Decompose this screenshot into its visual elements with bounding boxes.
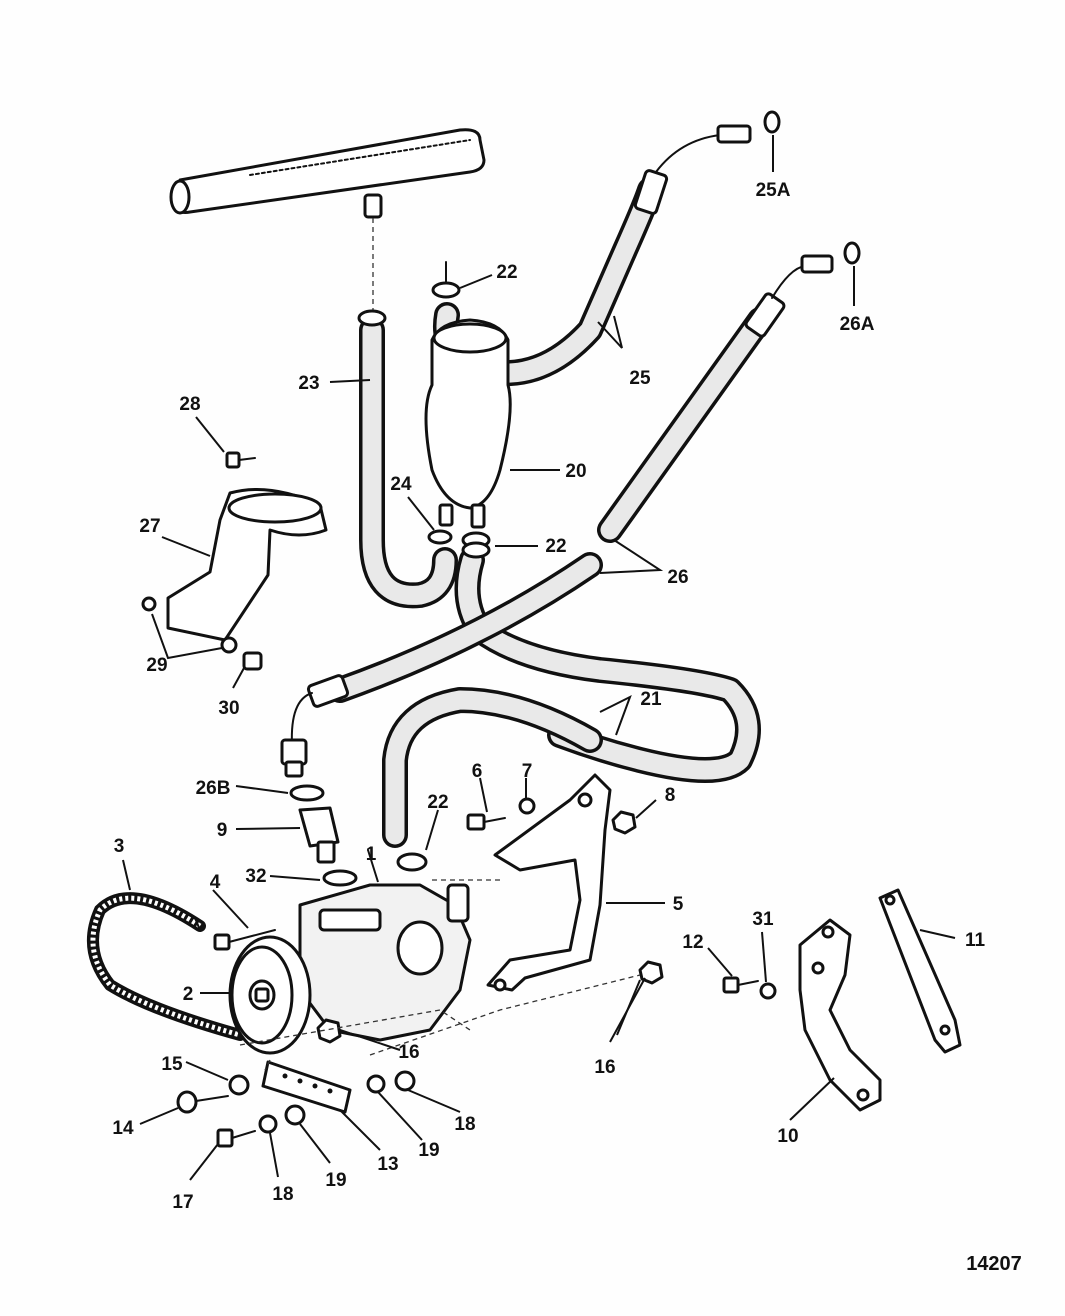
callout-26: 26 [667,567,688,588]
clamp-22-pump [396,852,428,872]
callouts: 1 2 3 4 5 6 7 8 9 10 11 12 13 14 15 16 1… [112,180,985,1213]
callout-22-reservoir: 22 [545,536,566,557]
mounting-bracket-5 [486,773,612,992]
clamp-22-top-left [357,309,387,327]
nut-30 [242,651,263,671]
bolt-17 [216,1128,256,1148]
callout-9: 9 [217,820,228,841]
callout-29: 29 [146,655,167,676]
washer-19-lower [284,1104,306,1126]
fitting-9 [298,806,340,864]
callout-21: 21 [640,689,662,710]
callout-26a: 26A [840,314,875,335]
clamp-22-reservoir [461,531,491,559]
callout-11: 11 [965,930,986,951]
nut-18-right [394,1070,416,1092]
hose-26-upper [597,307,773,543]
bracket-11 [878,888,962,1054]
washer-29-upper [141,596,157,612]
reservoir [424,318,512,529]
callout-17: 17 [172,1192,193,1213]
washer-29-lower [220,636,238,654]
bracket-27 [166,487,328,642]
callout-20: 20 [565,461,586,482]
o-ring-32 [322,869,358,887]
o-ring-26a [843,241,861,265]
callout-7: 7 [522,761,533,782]
callout-16-right: 16 [594,1057,615,1078]
callout-23: 23 [298,373,319,394]
callout-22-pump: 22 [427,792,448,813]
bolt-6 [466,813,506,831]
callout-25: 25 [629,368,651,389]
washer-19-right [366,1074,386,1094]
bolt-14 [176,1090,229,1114]
bolt-12 [722,976,759,994]
callout-16-center: 16 [398,1042,419,1063]
clamp-24 [427,529,453,545]
hose-26-fitting [744,254,834,338]
callout-12: 12 [682,932,703,953]
washer-18-lower [258,1114,278,1134]
callout-5: 5 [673,894,684,915]
callout-8: 8 [665,785,676,806]
callout-27: 27 [139,516,160,537]
o-ring-25a [763,110,781,134]
callout-25a: 25A [756,180,791,201]
callout-30: 30 [218,698,239,719]
callout-26b: 26B [196,778,231,799]
bracket-10 [798,918,882,1112]
bolt-28 [225,451,256,469]
callout-18-right: 18 [454,1114,475,1135]
callout-32: 32 [245,866,266,887]
callout-22-top: 22 [496,262,517,283]
plate-13 [261,1060,352,1114]
callout-10: 10 [777,1126,798,1147]
callout-15: 15 [161,1054,183,1075]
steering-cylinder [169,128,486,310]
callout-1: 1 [366,844,377,865]
callout-19-lower: 19 [325,1170,346,1191]
clamp-22-top [431,261,461,299]
bolt-4 [213,929,276,951]
washer-7 [518,797,536,815]
callout-28: 28 [179,394,200,415]
hose-26-lower [327,552,603,703]
callout-13: 13 [377,1154,398,1175]
power-steering-pump [228,883,472,1055]
callout-31: 31 [752,909,774,930]
hose-23 [359,317,458,609]
o-ring-26b [289,784,325,802]
callout-4: 4 [210,872,221,893]
callout-24: 24 [390,474,412,495]
nut-16-right [638,960,664,985]
callout-2: 2 [183,984,194,1005]
hose-26-lower-fitting [280,674,350,778]
callout-19-right: 19 [418,1140,439,1161]
nut-8 [611,810,637,835]
washer-31 [759,982,777,1000]
nut-16-center [316,1018,342,1044]
callout-6: 6 [472,761,483,782]
callout-3: 3 [114,836,125,857]
hose-25-fitting [633,124,752,215]
figure-number: 14207 [966,1253,1022,1275]
callout-18-lower: 18 [272,1184,293,1205]
callout-14: 14 [112,1118,134,1139]
washer-15 [228,1074,250,1096]
drive-belt [86,892,246,1041]
leader-lines [122,135,956,1181]
